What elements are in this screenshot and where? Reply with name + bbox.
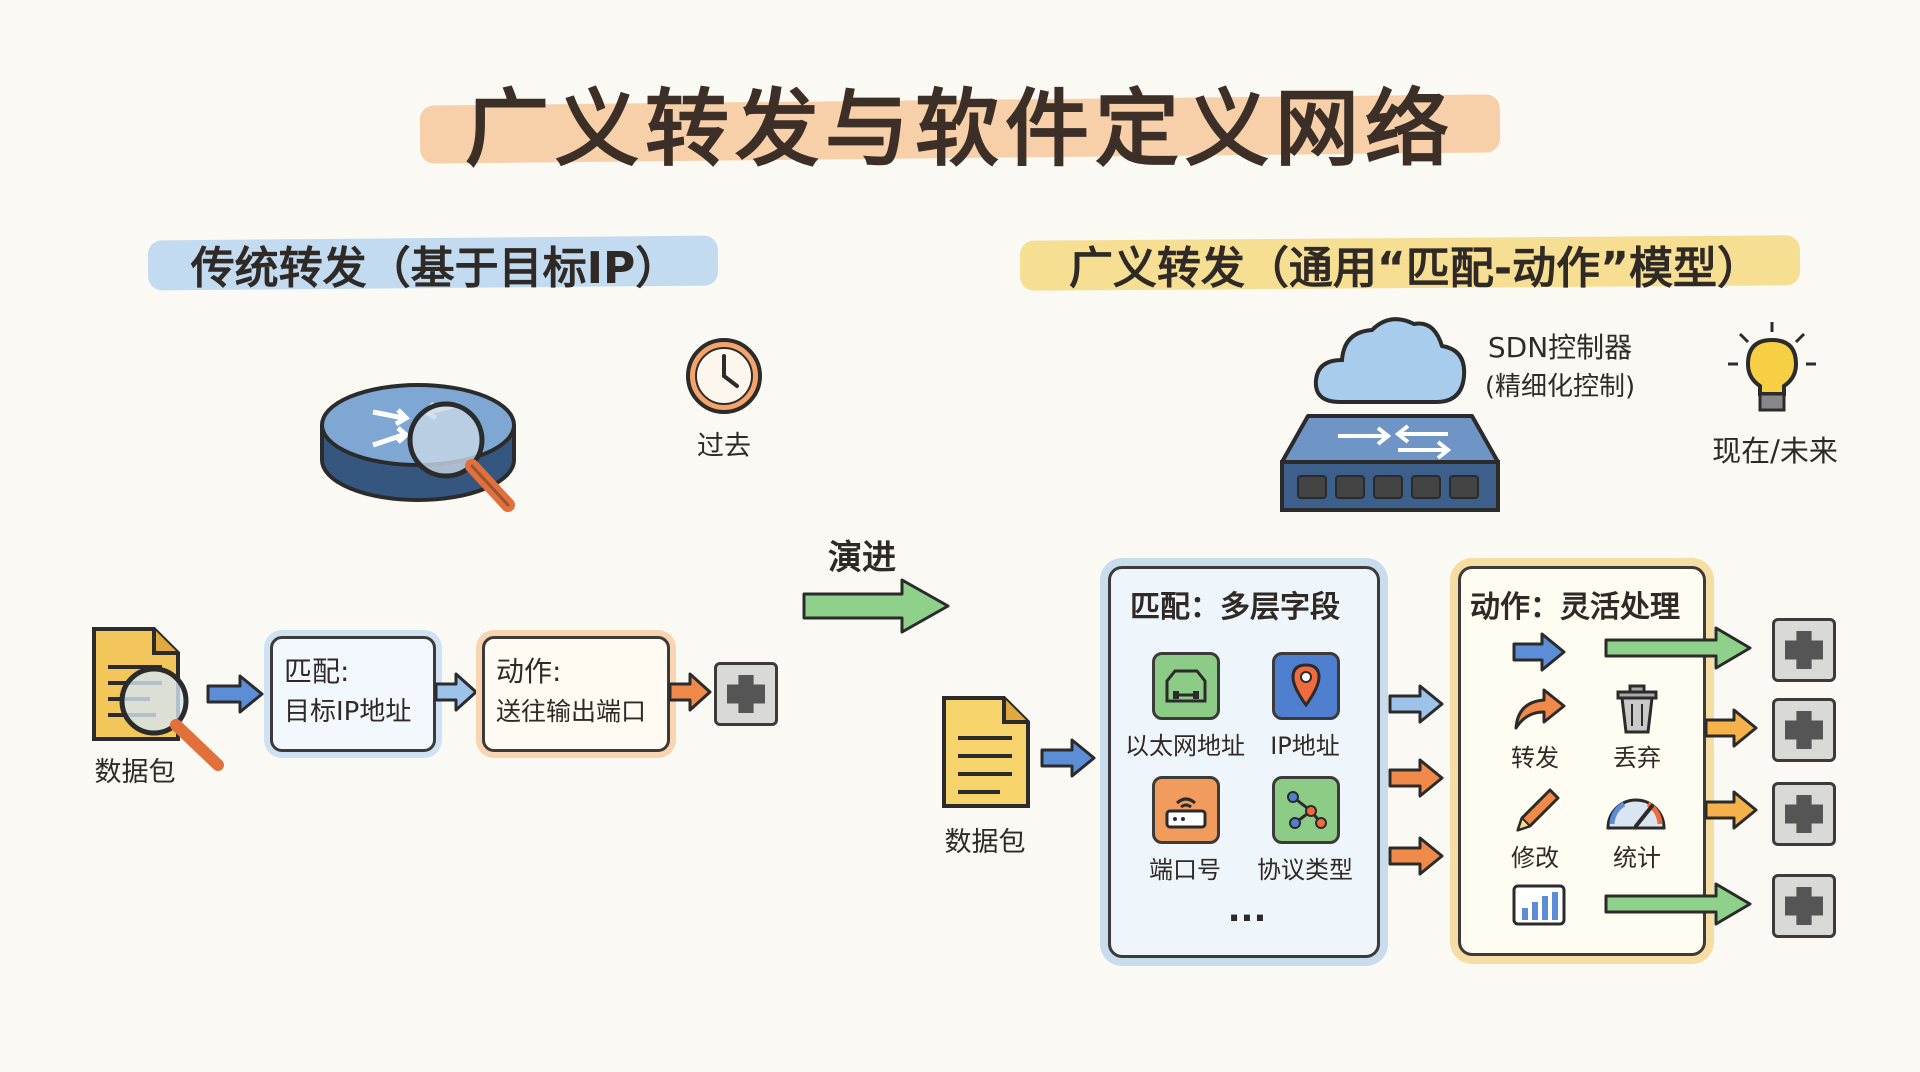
action-panel-title: 动作：灵活处理 [1470,590,1680,625]
clock-icon [686,338,762,414]
bar-chart-icon [1512,884,1566,926]
right-packet-label: 数据包 [944,827,1026,858]
field-ip-label: IP地址 [1270,732,1340,760]
match-box-line1: 匹配: [284,655,350,688]
arrow-right-icon [1704,708,1758,748]
match-box-line2: 目标IP地址 [284,697,412,727]
arrow-right-icon [206,674,264,714]
action-modify-label: 修改 [1511,844,1559,872]
action-panel [1458,566,1706,956]
ethernet-icon [1152,652,1220,720]
arrow-right-icon [1040,738,1096,778]
pencil-icon [1516,788,1560,832]
ethernet-port-icon [1772,698,1836,762]
ethernet-port-icon [714,662,778,726]
trash-icon [1616,684,1658,734]
network-graph-icon [1272,776,1340,844]
document-icon [942,696,1030,808]
document-icon [92,627,224,771]
field-ethernet-label: 以太网地址 [1125,732,1245,760]
page-title: 广义转发与软件定义网络 [464,80,1455,178]
cloud-icon [1313,317,1467,404]
action-box-line1: 动作: [496,655,562,688]
match-panel [1108,566,1380,958]
arrow-right-icon [1704,790,1758,830]
arrow-right-icon [1604,626,1752,670]
controller-line2: (精细化控制) [1484,372,1636,402]
location-pin-icon [1272,652,1340,720]
ethernet-port-icon [1772,874,1836,938]
arrow-right-icon [1388,836,1444,876]
action-forward-label: 转发 [1511,744,1559,772]
lightbulb-icon [1728,322,1816,412]
now-label: 现在/未来 [1712,434,1838,468]
evolution-arrow [802,578,950,634]
match-box [270,636,436,752]
past-label: 过去 [697,431,751,462]
action-drop-label: 丢弃 [1613,744,1661,772]
arrow-right-icon [434,672,478,712]
arrow-right-icon [668,672,712,712]
router-magnifier-icon [320,383,516,512]
right-heading: 广义转发（通用“匹配-动作”模型） [1068,243,1762,294]
match-panel-title: 匹配：多层字段 [1130,590,1340,625]
left-heading: 传统转发（基于目标IP） [190,243,680,294]
evolution-label: 演进 [828,538,896,578]
ethernet-port-icon [1772,618,1836,682]
field-protocol-label: 协议类型 [1257,856,1353,884]
fields-more: ... [1227,890,1267,930]
arrow-right-icon [1604,882,1752,926]
left-packet-label: 数据包 [94,757,176,788]
router-icon [1152,776,1220,844]
controller-line1: SDN控制器 [1487,331,1633,364]
share-arrow-icon [1514,688,1566,730]
action-box-line2: 送往输出端口 [496,697,647,726]
ethernet-port-icon [1772,782,1836,846]
field-port-label: 端口号 [1149,856,1221,884]
action-stats-label: 统计 [1613,844,1661,872]
switch-icon [1280,414,1500,512]
gauge-icon [1606,798,1666,830]
arrow-right-icon [1512,632,1566,672]
arrow-right-icon [1388,684,1444,724]
arrow-right-icon [1388,758,1444,798]
